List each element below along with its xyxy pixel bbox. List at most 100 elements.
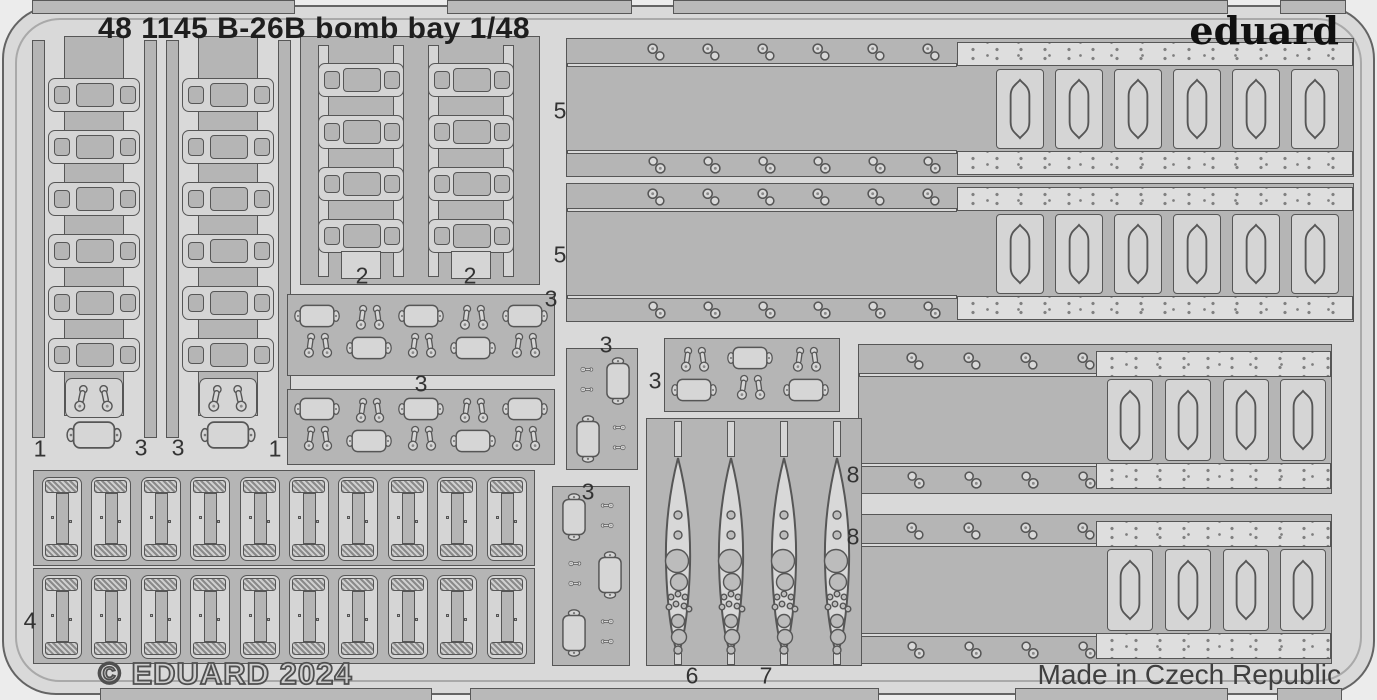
hinge-hook-icon xyxy=(868,301,886,319)
lever-icon xyxy=(303,332,317,359)
shackle-plate-part xyxy=(387,477,428,561)
part-number-label: 8 xyxy=(846,461,860,488)
plate-center-band xyxy=(401,493,415,544)
lever-icon xyxy=(568,580,582,587)
plate-mark xyxy=(118,520,122,523)
crosspiece-slot xyxy=(54,294,70,312)
part-number-label: 3 xyxy=(599,331,613,358)
part-panel-5 xyxy=(566,183,1354,322)
lever-icon xyxy=(423,332,437,359)
blade-part xyxy=(664,457,693,655)
crosspiece-slot xyxy=(384,123,400,141)
shackle-plate-part xyxy=(486,575,527,659)
crosspiece-slot xyxy=(188,346,204,364)
plate-knurled-cap xyxy=(341,642,375,655)
crosspiece-slot xyxy=(384,175,400,193)
lozenge-panel xyxy=(1173,69,1221,149)
hinge-hook-icon xyxy=(813,301,831,319)
plate-mark xyxy=(298,516,301,519)
lozenge-cutout xyxy=(1235,390,1257,450)
lozenge-panel xyxy=(996,214,1044,294)
crosspiece-slot xyxy=(494,227,510,245)
lever-icon xyxy=(736,374,750,401)
crosspiece-slot xyxy=(434,227,450,245)
plate-center-band xyxy=(253,493,267,544)
sheet-title: 48 1145 B-26B bomb bay 1/48 xyxy=(98,12,531,45)
part-number-label: 5 xyxy=(553,97,567,124)
shackle-plate-part xyxy=(140,477,181,561)
hinge-slit xyxy=(567,63,957,67)
blade-stem xyxy=(833,421,841,457)
lozenge-panel xyxy=(1280,379,1326,461)
shackle-plate-part xyxy=(338,477,379,561)
crosspiece-slot xyxy=(453,172,491,196)
plate-mark xyxy=(347,614,351,617)
hinge-hook-icon xyxy=(648,156,666,174)
shackle-plate-part xyxy=(387,575,428,659)
lever-icon xyxy=(319,425,333,452)
blade-stem xyxy=(780,421,788,457)
crosspiece-slot xyxy=(210,135,248,159)
rivet-strip xyxy=(1096,463,1331,489)
crosspiece-slot xyxy=(76,239,114,263)
lozenge-panel xyxy=(1173,214,1221,294)
plate-knurled-cap xyxy=(242,578,276,591)
ladder-crosspiece xyxy=(48,78,140,112)
plate-mark xyxy=(248,516,252,519)
frame-tab xyxy=(1015,688,1228,700)
crosspiece-slot xyxy=(188,86,204,104)
crosspiece-slot xyxy=(76,187,114,211)
part-group-4-row xyxy=(33,470,535,566)
lozenge-panel xyxy=(1055,69,1103,149)
hinge-hook-icon xyxy=(813,156,831,174)
hinge-hook-icon xyxy=(703,156,721,174)
crosspiece-slot xyxy=(494,123,510,141)
ladder-rail xyxy=(32,40,45,438)
ladder-rail xyxy=(318,45,329,277)
plate-knurled-cap xyxy=(390,642,424,655)
crosspiece-slot xyxy=(120,294,136,312)
crosspiece-slot xyxy=(120,346,136,364)
eared-bracket-part xyxy=(727,346,773,370)
shackle-plate-part xyxy=(437,575,478,659)
plate-knurled-cap xyxy=(489,544,523,557)
plate-mark xyxy=(446,516,450,519)
crosspiece-slot xyxy=(434,175,450,193)
plate-knurled-cap xyxy=(45,544,78,557)
eared-bracket-part xyxy=(606,357,630,405)
ladder-crosspiece xyxy=(48,130,140,164)
part-number-label: 2 xyxy=(355,262,369,289)
crosspiece-slot xyxy=(453,120,491,144)
ladder-rail xyxy=(428,45,439,277)
crosspiece-slot xyxy=(494,175,510,193)
hinge-hook-icon xyxy=(964,641,982,659)
eared-bracket-part xyxy=(783,378,829,402)
eared-bracket-part xyxy=(502,397,548,421)
plate-mark xyxy=(51,614,54,617)
hinge-hook-icon xyxy=(757,188,775,206)
plate-center-band xyxy=(451,493,465,544)
ladder-crosspiece xyxy=(48,286,140,320)
plate-knurled-cap xyxy=(292,578,325,591)
shackle-plate-part xyxy=(91,575,132,659)
hinge-hook-icon xyxy=(703,301,721,319)
lozenge-panel xyxy=(996,69,1044,149)
lever-icon xyxy=(808,346,822,373)
eared-bracket-part xyxy=(346,429,392,453)
ladder-crosspiece xyxy=(428,219,514,253)
lever-icon xyxy=(792,346,806,373)
lozenge-cutout xyxy=(1245,79,1267,139)
lever-icon xyxy=(459,304,473,331)
part-number-label: 1 xyxy=(268,435,282,462)
hinge-hook-icon xyxy=(867,188,885,206)
hinge-hook-icon xyxy=(757,43,775,61)
plate-mark xyxy=(167,618,171,621)
plate-knurled-cap xyxy=(390,578,424,591)
crosspiece-slot xyxy=(54,242,70,260)
crosspiece-slot xyxy=(343,172,381,196)
ladder-crosspiece xyxy=(318,167,404,201)
shackle-plate-part xyxy=(289,477,329,561)
lozenge-cutout xyxy=(1186,224,1208,284)
plate-knurled-cap xyxy=(390,480,424,493)
